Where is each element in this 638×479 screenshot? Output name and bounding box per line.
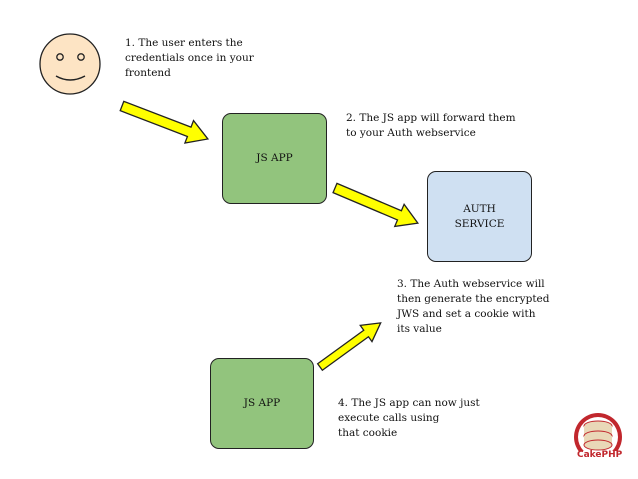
user-face-icon — [39, 33, 101, 95]
arrow-js-app-to-step3 — [316, 322, 382, 372]
cakephp-logo-icon — [574, 413, 622, 462]
cakephp-logo-text: CakePHP — [577, 450, 623, 460]
auth-service-node: AUTH SERVICE — [427, 171, 532, 262]
step-2-note: 2. The JS app will forward them to your … — [346, 112, 516, 139]
arrow-user-to-js-app — [119, 100, 210, 144]
js-app-top-label: JS APP — [256, 152, 293, 164]
js-app-bottom-label: JS APP — [243, 397, 281, 409]
arrow-js-app-to-auth — [332, 182, 420, 228]
js-app-node-bottom: JS APP — [210, 358, 314, 449]
js-app-node-top: JS APP — [222, 113, 327, 204]
auth-service-label: AUTH SERVICE — [454, 202, 505, 230]
step-3-note: 3. The Auth webservice will then generat… — [397, 278, 550, 335]
step-1-note: 1. The user enters the credentials once … — [125, 37, 254, 79]
step-4-note: 4. The JS app can now just execute calls… — [338, 397, 480, 439]
